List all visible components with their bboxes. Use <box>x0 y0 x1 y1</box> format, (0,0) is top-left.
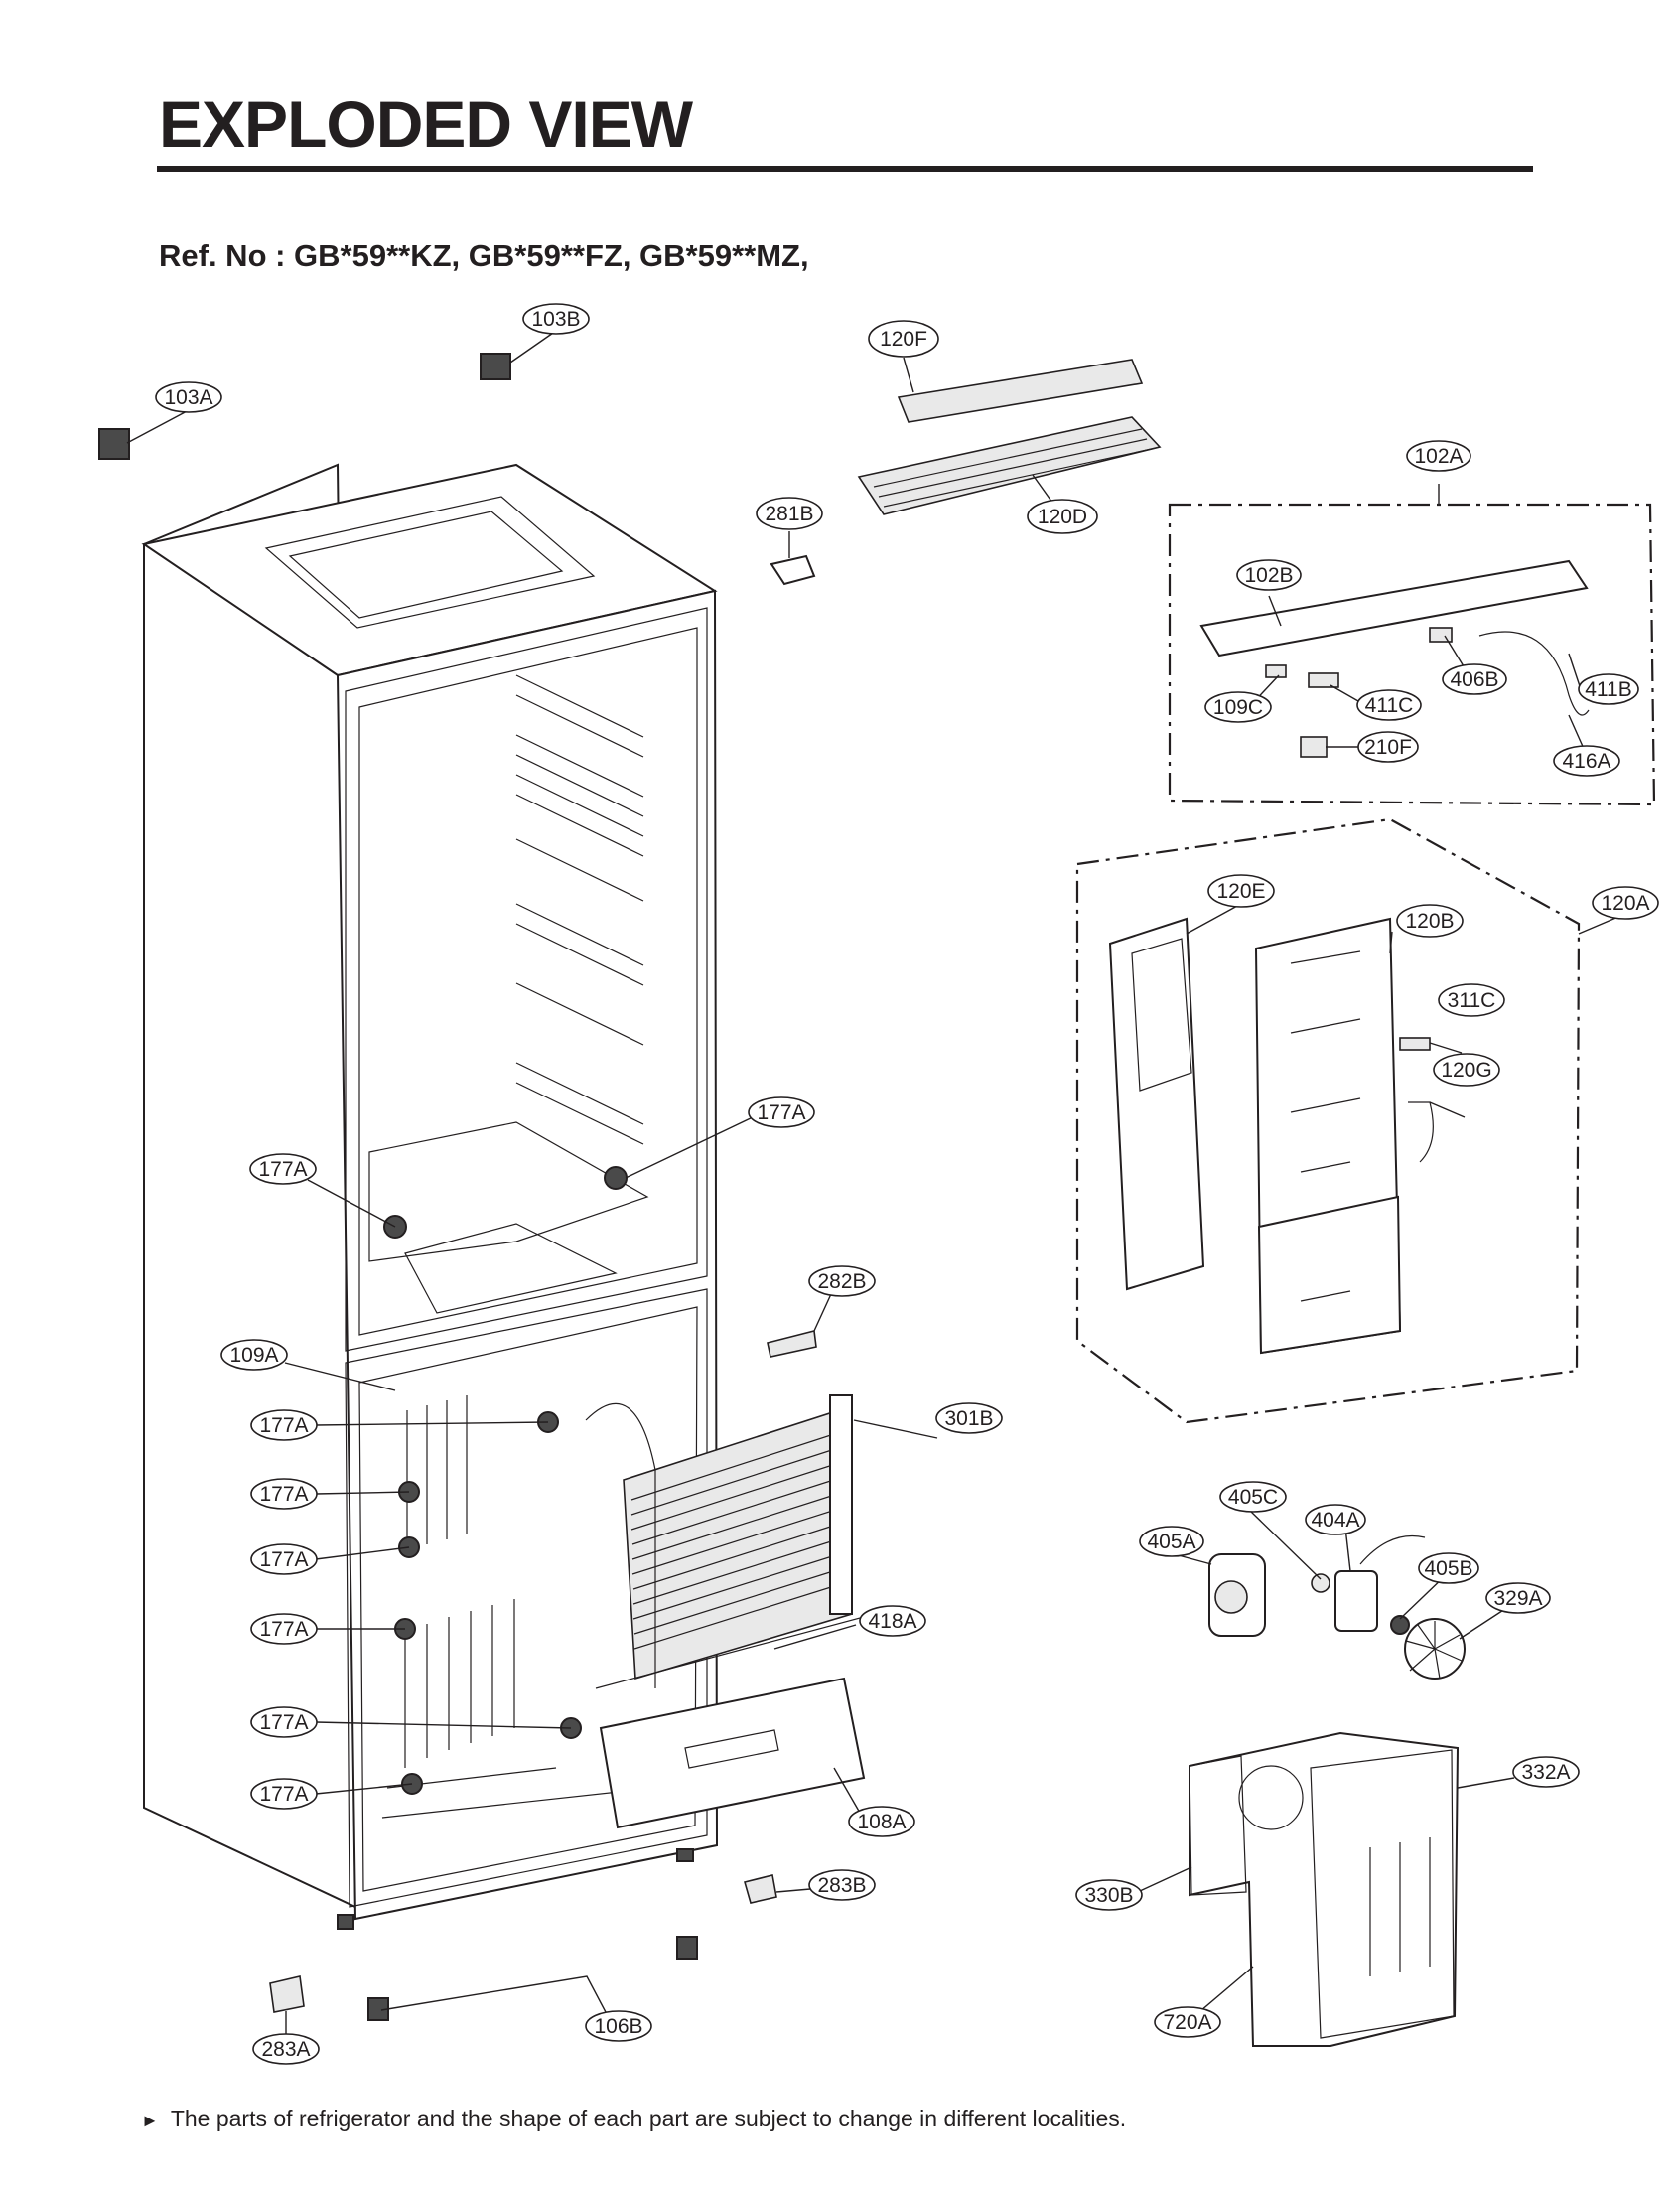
callout-label: 405B <box>1424 1557 1472 1580</box>
callout-label: 177A <box>259 1711 308 1734</box>
callout-label: 411B <box>1585 678 1632 701</box>
callout-label: 283B <box>817 1874 866 1897</box>
callout-label: 177A <box>258 1158 307 1181</box>
callout-label: 108A <box>857 1811 906 1833</box>
callout-label: 177A <box>259 1548 308 1571</box>
callout-411B: 411B <box>1578 673 1639 705</box>
callout-label: 177A <box>259 1783 308 1806</box>
callout-label: 720A <box>1163 2011 1211 2034</box>
callout-label: 120B <box>1405 910 1454 933</box>
callout-120E: 120E <box>1207 874 1275 908</box>
callout-label: 102B <box>1244 564 1293 587</box>
callout-label: 406B <box>1450 668 1498 691</box>
callout-label: 281B <box>765 503 813 525</box>
callout-405B: 405B <box>1418 1552 1479 1584</box>
reference-number: Ref. No : GB*59**KZ, GB*59**FZ, GB*59**M… <box>159 238 809 273</box>
callout-label: 120D <box>1038 506 1087 528</box>
callout-283B: 283B <box>808 1869 876 1901</box>
callout-label: 210F <box>1364 736 1412 759</box>
callout-label: 416A <box>1562 750 1610 773</box>
callout-103A: 103A <box>155 381 222 413</box>
callout-label: 405A <box>1147 1531 1195 1553</box>
title-divider <box>157 166 1533 172</box>
control-group-102A <box>1168 503 1656 806</box>
callout-120G: 120G <box>1433 1053 1500 1087</box>
footnote-text: The parts of refrigerator and the shape … <box>170 2106 1127 2131</box>
callout-177A: 177A <box>250 1613 318 1645</box>
fan-motor-assembly <box>1208 1534 1466 1680</box>
duct-group-120A <box>1075 817 1581 1424</box>
callout-label: 404A <box>1311 1509 1359 1532</box>
callout-329A: 329A <box>1485 1582 1551 1614</box>
callout-120A: 120A <box>1592 886 1659 920</box>
page-title: EXPLODED VIEW <box>159 87 693 161</box>
callout-label: 120A <box>1601 892 1649 915</box>
callout-label: 311C <box>1448 989 1496 1012</box>
callout-406B: 406B <box>1442 663 1507 695</box>
callout-283A: 283A <box>252 2033 320 2065</box>
callout-330B: 330B <box>1075 1879 1143 1911</box>
callout-311C: 311C <box>1438 983 1505 1017</box>
callout-label: 120G <box>1441 1059 1491 1082</box>
callout-177A: 177A <box>250 1409 318 1441</box>
callout-177A: 177A <box>250 1478 318 1510</box>
callout-label: 329A <box>1493 1587 1542 1610</box>
callout-label: 405C <box>1228 1486 1278 1509</box>
callout-177A: 177A <box>250 1543 318 1575</box>
callout-210F: 210F <box>1357 731 1419 763</box>
callout-label: 103B <box>531 308 580 331</box>
callout-label: 177A <box>259 1618 308 1641</box>
callout-label: 177A <box>757 1101 805 1124</box>
callout-label: 177A <box>259 1483 308 1506</box>
callout-405C: 405C <box>1219 1481 1287 1513</box>
callout-404A: 404A <box>1305 1504 1366 1535</box>
footnote: ► The parts of refrigerator and the shape… <box>141 2106 1126 2132</box>
callout-103B: 103B <box>522 303 590 335</box>
callout-120F: 120F <box>868 320 939 358</box>
callout-332A: 332A <box>1512 1756 1580 1788</box>
callout-label: 283A <box>261 2038 310 2061</box>
fan-shroud-assembly <box>1189 1731 1460 2047</box>
callout-109C: 109C <box>1204 691 1272 723</box>
evaporator-assembly <box>585 1394 895 1829</box>
callout-102B: 102B <box>1236 559 1302 591</box>
top-cover-parts <box>98 353 1162 586</box>
callout-177A: 177A <box>250 1778 318 1810</box>
callout-120D: 120D <box>1027 499 1098 534</box>
callout-label: 332A <box>1521 1761 1570 1784</box>
callout-177A: 177A <box>250 1706 318 1738</box>
callout-leaders <box>126 330 1626 2048</box>
callout-301B: 301B <box>935 1402 1003 1434</box>
callout-720A: 720A <box>1154 2006 1221 2038</box>
callout-411C: 411C <box>1356 689 1422 721</box>
callout-label: 282B <box>817 1270 866 1293</box>
callout-label: 177A <box>259 1414 308 1437</box>
callout-label: 330B <box>1084 1884 1133 1907</box>
callout-106B: 106B <box>585 2010 652 2042</box>
callout-label: 106B <box>594 2015 642 2038</box>
callout-label: 109C <box>1213 696 1263 719</box>
callout-405A: 405A <box>1139 1526 1204 1557</box>
callout-109A: 109A <box>220 1339 288 1371</box>
callout-418A: 418A <box>859 1605 926 1637</box>
refrigerator-cabinet <box>141 463 719 1930</box>
callout-416A: 416A <box>1553 745 1620 777</box>
callout-label: 102A <box>1414 445 1463 468</box>
callout-label: 120E <box>1216 880 1265 903</box>
callout-177A: 177A <box>249 1153 317 1185</box>
callout-120B: 120B <box>1396 904 1464 938</box>
callout-label: 411C <box>1365 694 1414 717</box>
callout-177A: 177A <box>748 1096 815 1128</box>
callout-label: 103A <box>164 386 212 409</box>
callout-label: 301B <box>944 1407 993 1430</box>
callout-label: 109A <box>229 1344 278 1367</box>
callout-label: 120F <box>880 328 927 351</box>
callout-label: 418A <box>868 1610 916 1633</box>
callout-108A: 108A <box>848 1806 915 1837</box>
callout-282B: 282B <box>808 1265 876 1297</box>
play-arrow-icon: ► <box>141 2111 159 2130</box>
callout-102A: 102A <box>1406 440 1471 472</box>
callout-281B: 281B <box>756 497 823 530</box>
